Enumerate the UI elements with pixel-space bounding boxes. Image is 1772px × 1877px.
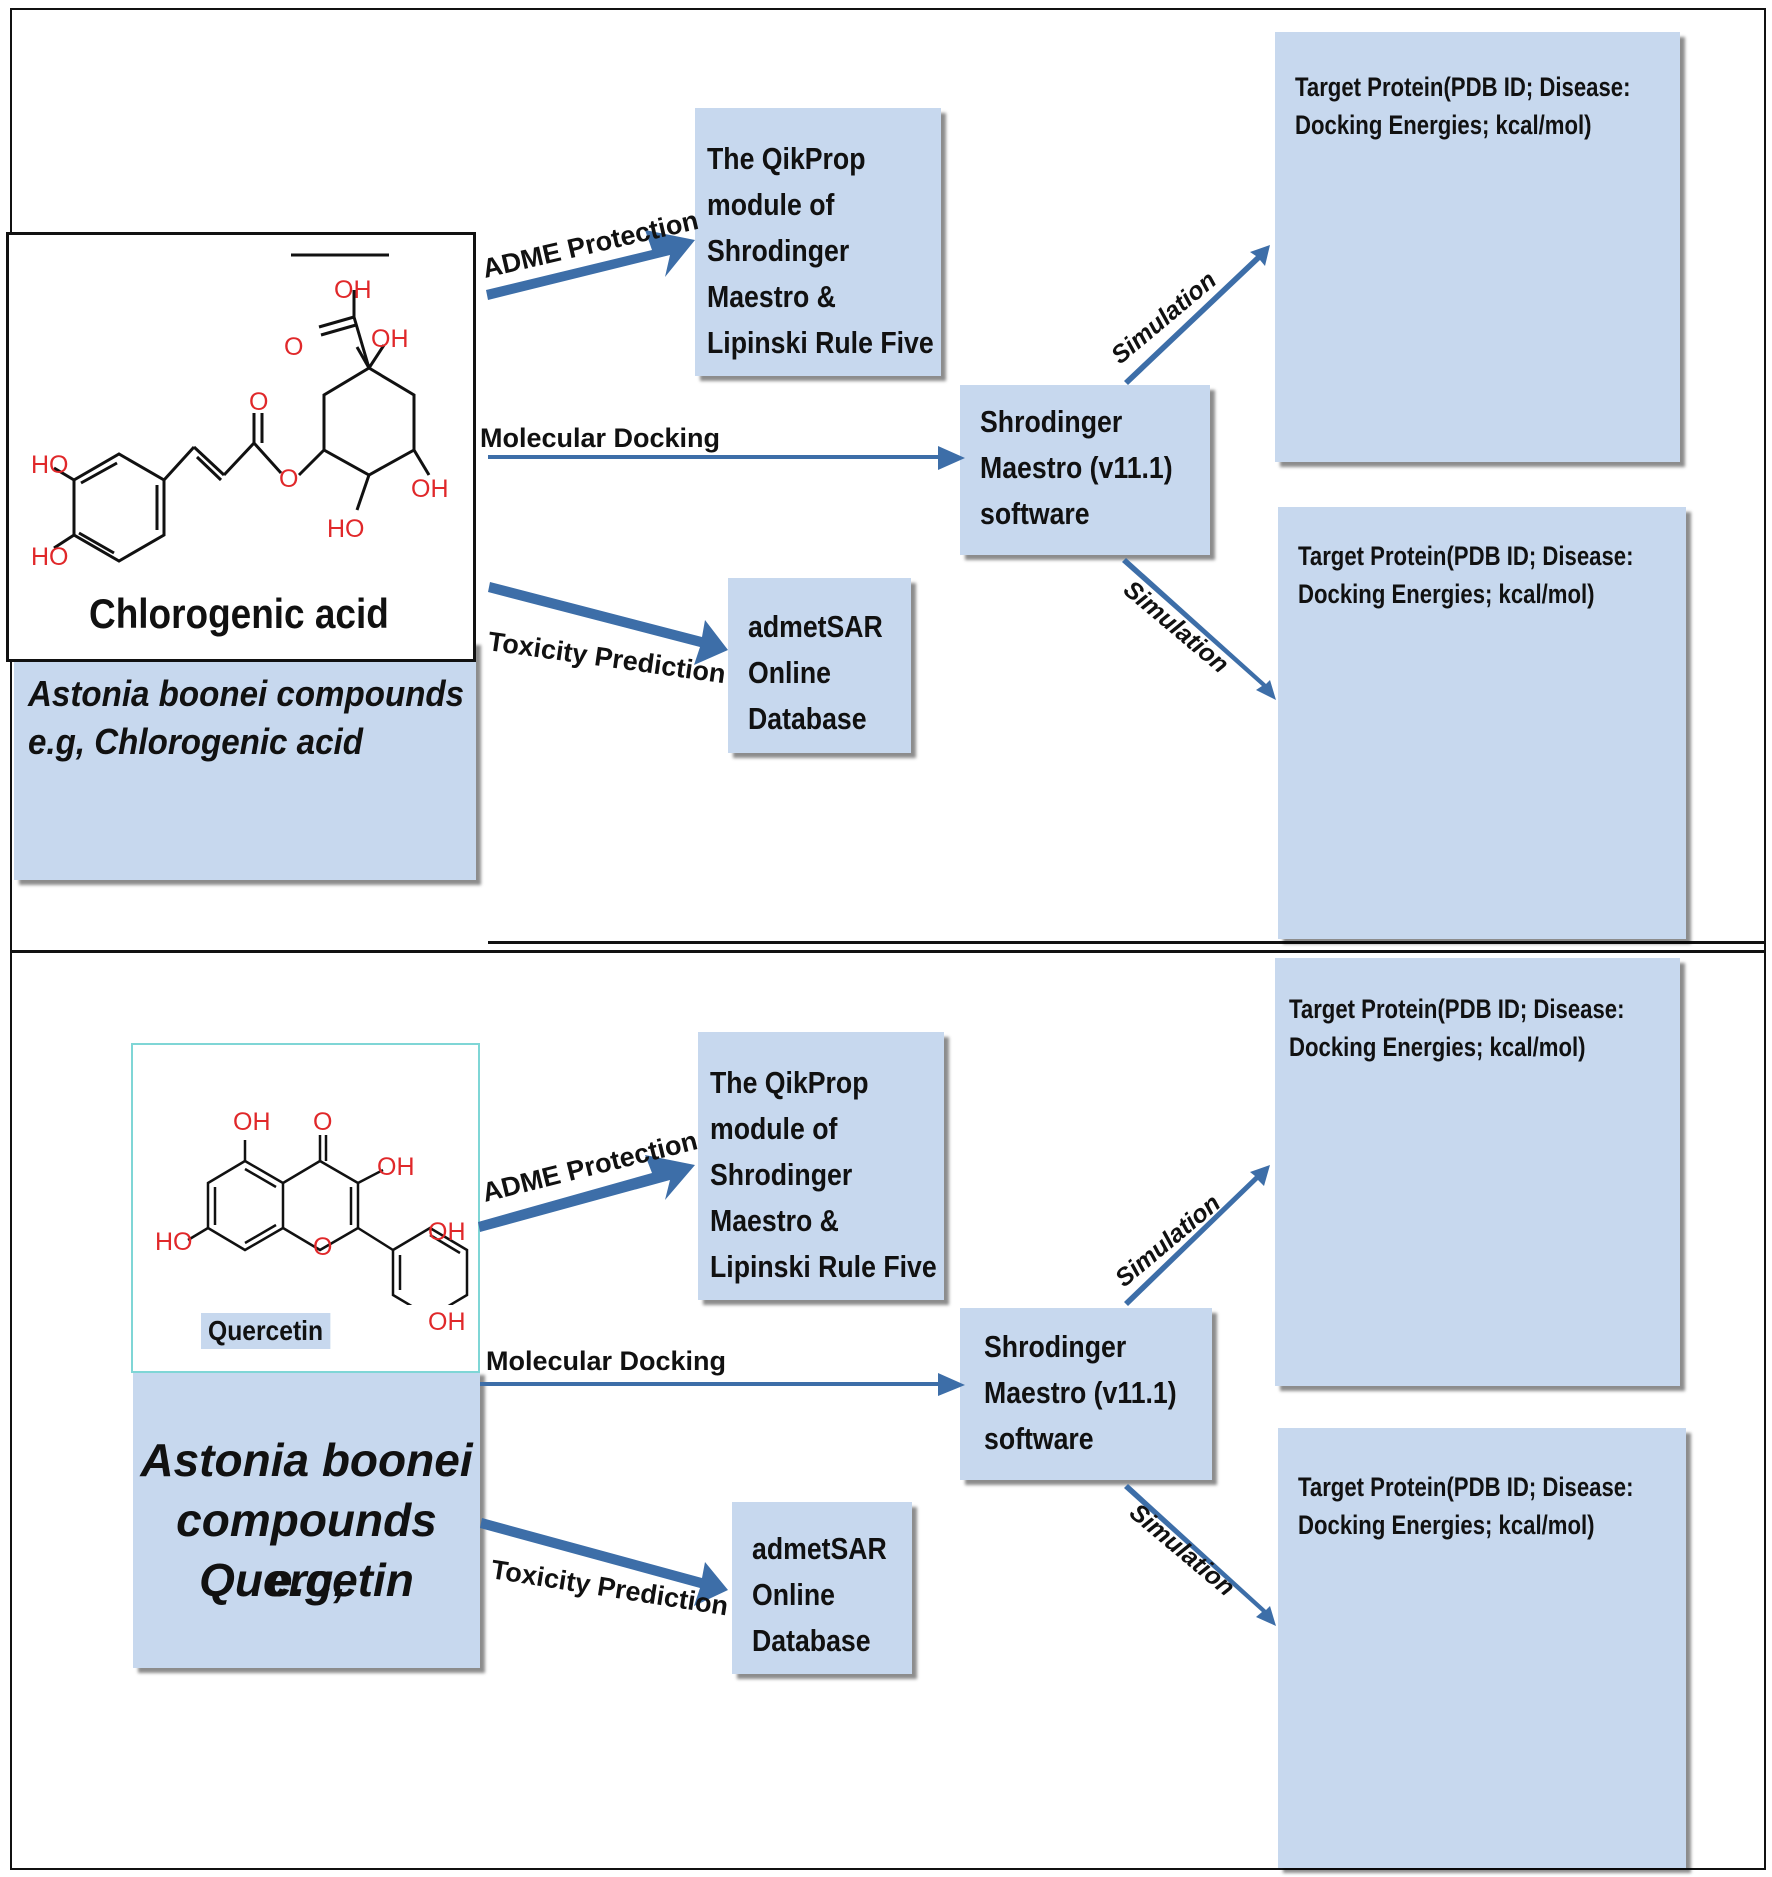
- atom-ho1: HO: [31, 451, 69, 479]
- compound-label-line1: Astonia boonei compounds: [28, 673, 465, 714]
- toxicity-label: Toxicity Prediction: [489, 1554, 730, 1621]
- target-line1: Target Protein(PDB ID; Disease:: [1295, 72, 1631, 102]
- admetsar-line2: Online: [752, 1577, 835, 1612]
- maestro-line2: Maestro (v11.1): [980, 450, 1173, 485]
- adme-arrow: [486, 230, 695, 300]
- atom-o-keto: O: [313, 1108, 332, 1136]
- compound-label-line2: compounds e.g,: [176, 1494, 437, 1606]
- target-line1: Target Protein(PDB ID; Disease:: [1298, 1472, 1634, 1502]
- atom-oh-b1: OH: [428, 1218, 466, 1246]
- target-line2: Docking Energies; kcal/mol): [1298, 579, 1595, 609]
- docking-label: Molecular Docking: [486, 1346, 726, 1376]
- qikprop-line4: Maestro &: [710, 1203, 839, 1238]
- qikprop-line3: Shrodinger: [710, 1157, 853, 1192]
- atom-oh2: OH: [371, 325, 409, 353]
- qikprop-line2: module of: [707, 187, 835, 222]
- docking-arrow: [480, 1373, 965, 1396]
- toxicity-arrow: [480, 1518, 728, 1606]
- target-line2: Docking Energies; kcal/mol): [1295, 110, 1592, 140]
- qikprop-line2: module of: [710, 1111, 838, 1146]
- atom-oh-right: OH: [377, 1153, 415, 1181]
- target-protein-box-1a: Target Protein(PDB ID; Disease: Docking …: [1275, 32, 1680, 462]
- compound-label-line1: Astonia boonei: [140, 1434, 473, 1486]
- admetsar-line3: Database: [752, 1623, 871, 1658]
- outer-frame: [10, 8, 1766, 1870]
- admetsar-line3: Database: [748, 701, 867, 736]
- atom-ho2: HO: [31, 543, 69, 571]
- chlorogenic-acid-structure: OH OH O O O OH HO HO HO: [31, 253, 449, 571]
- atom-oh3: OH: [411, 475, 449, 503]
- maestro-line2: Maestro (v11.1): [984, 1375, 1177, 1410]
- compound-label-line2: e.g, Chlorogenic acid: [28, 721, 363, 762]
- adme-arrow: [478, 1155, 695, 1232]
- target-protein-box-2a: Target Protein(PDB ID; Disease: Docking …: [1275, 958, 1680, 1386]
- atom-o-ester-carbonyl: O: [249, 388, 268, 416]
- docking-label: Molecular Docking: [480, 423, 720, 453]
- qikprop-line1: The QikProp: [710, 1065, 869, 1100]
- atom-o-carboxyl: O: [284, 333, 303, 361]
- target-protein-box-1b: Target Protein(PDB ID; Disease: Docking …: [1278, 507, 1686, 939]
- target-line2: Docking Energies; kcal/mol): [1289, 1032, 1586, 1062]
- compound-box-2: Astonia boonei compounds e.g, Quercetin: [133, 1370, 480, 1668]
- molecule-name-1: Chlorogenic acid: [89, 590, 389, 637]
- qikprop-line3: Shrodinger: [707, 233, 850, 268]
- qikprop-line1: The QikProp: [707, 141, 866, 176]
- arrows-panel-1: ADME Protection Molecular Docking Toxici…: [480, 205, 1276, 700]
- panel-divider: [10, 950, 1766, 953]
- atom-o-ester: O: [279, 465, 298, 493]
- qikprop-box-1: The QikProp module of Shrodinger Maestro…: [695, 108, 941, 376]
- atom-oh1: OH: [334, 276, 372, 304]
- qikprop-line5: Lipinski Rule Five: [710, 1249, 937, 1284]
- sim-down-label: Simulation: [1124, 1498, 1240, 1602]
- docking-arrow: [488, 446, 965, 470]
- target-protein-box-2b: Target Protein(PDB ID; Disease: Docking …: [1278, 1428, 1686, 1868]
- target-line1: Target Protein(PDB ID; Disease:: [1298, 541, 1634, 571]
- atom-ho-left: HO: [155, 1228, 193, 1256]
- qikprop-line5: Lipinski Rule Five: [707, 325, 934, 360]
- target-line2: Docking Energies; kcal/mol): [1298, 1510, 1595, 1540]
- atom-oh4: HO: [327, 515, 365, 543]
- target-line1: Target Protein(PDB ID; Disease:: [1289, 994, 1625, 1024]
- atom-oh-top: OH: [233, 1108, 271, 1136]
- admetsar-box-1: admetSAR Online Database: [728, 578, 911, 753]
- admetsar-line1: admetSAR: [748, 609, 883, 644]
- sim-down-arrow: [1124, 1484, 1276, 1626]
- quercetin-b-ring-labels: OH OH: [428, 1218, 466, 1336]
- sim-up-arrow: [1124, 245, 1270, 385]
- qikprop-line4: Maestro &: [707, 279, 836, 314]
- sim-down-arrow: [1122, 558, 1276, 700]
- atom-oh-b2: OH: [428, 1308, 466, 1336]
- maestro-line3: software: [984, 1421, 1094, 1456]
- compound-label-line3: Quercetin: [199, 1554, 414, 1606]
- sim-up-label: Simulation: [1110, 1189, 1226, 1293]
- admetsar-box-2: admetSAR Online Database: [732, 1502, 912, 1674]
- qikprop-box-2: The QikProp module of Shrodinger Maestro…: [698, 1032, 944, 1300]
- molecule-card-1: OH OH O O O OH HO HO HO Chlorogenic acid: [6, 232, 476, 662]
- atom-o-ring: O: [313, 1233, 332, 1261]
- molecule-card-2: OH O OH HO O OH OH Quercetin: [131, 1043, 480, 1373]
- maestro-line3: software: [980, 496, 1090, 531]
- maestro-line1: Shrodinger: [980, 404, 1123, 439]
- admetsar-line1: admetSAR: [752, 1531, 887, 1566]
- panel-divider-upper: [488, 941, 1766, 944]
- maestro-box-1: Shrodinger Maestro (v11.1) software: [960, 385, 1210, 555]
- compound-box-1: Astonia boonei compounds e.g, Chlorogeni…: [14, 640, 476, 880]
- molecule-name-2: Quercetin: [201, 1313, 331, 1349]
- maestro-line1: Shrodinger: [984, 1329, 1127, 1364]
- sim-up-arrow: [1124, 1165, 1270, 1306]
- maestro-box-2: Shrodinger Maestro (v11.1) software: [960, 1308, 1212, 1480]
- toxicity-arrow: [488, 582, 728, 665]
- quercetin-structure: OH O OH HO O: [155, 1108, 469, 1305]
- admetsar-line2: Online: [748, 655, 831, 690]
